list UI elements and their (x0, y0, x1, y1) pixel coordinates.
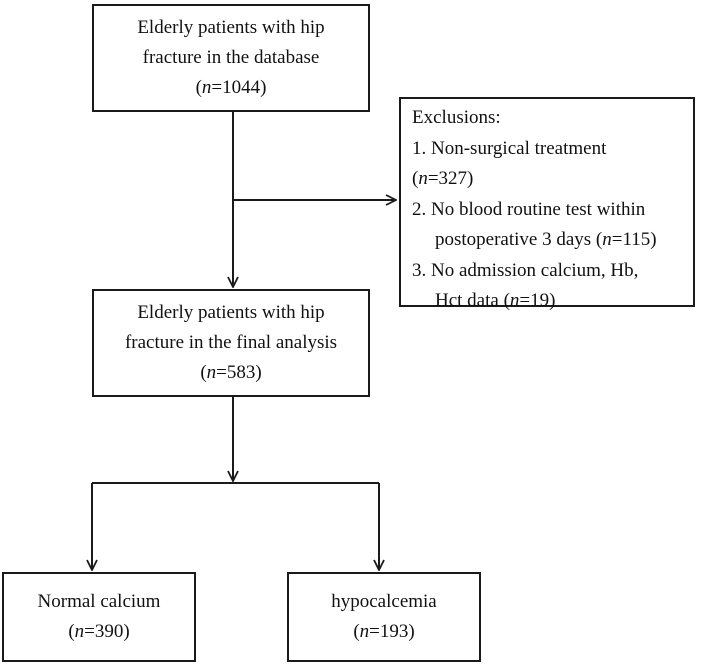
n-symbol: n (74, 621, 85, 642)
database-box-line2: fracture in the database (142, 47, 320, 68)
count-value: =1044 (211, 77, 261, 98)
database-box-count: (n=1044) (195, 77, 267, 98)
n-symbol: n (418, 168, 428, 189)
exclusion-item-2: 2. No blood routine test within (412, 198, 646, 220)
exclusions-box: Exclusions: 1. Non-surgical treatment (n… (399, 97, 695, 311)
n-symbol: n (602, 229, 612, 250)
count-value: =19 (519, 290, 550, 311)
n-symbol: n (201, 77, 212, 98)
final-box-line2: fracture in the final analysis (124, 332, 338, 353)
normal-calcium-label: Normal calcium (37, 591, 161, 612)
final-box-count: (n=583) (200, 362, 262, 383)
database-box-line1: Elderly patients with hip (137, 17, 325, 38)
count-value: =115 (611, 229, 651, 250)
normal-calcium-box: Normal calcium (n=390) (2, 572, 196, 662)
database-patients-box: Elderly patients with hip fracture in th… (92, 4, 370, 112)
hypocalcemia-box: hypocalcemia (n=193) (287, 572, 481, 662)
final-box-line1: Elderly patients with hip (137, 302, 325, 323)
n-symbol: n (509, 290, 520, 311)
n-symbol: n (359, 621, 370, 642)
count-value: =390 (84, 621, 124, 642)
exclusion-item-1: 1. Non-surgical treatment (412, 137, 607, 159)
normal-calcium-count: (n=390) (68, 621, 130, 642)
count-value: =327 (427, 168, 468, 189)
exclusion-item-3-text: Hct data ( (435, 290, 510, 311)
final-analysis-box: Elderly patients with hip fracture in th… (92, 289, 370, 397)
exclusion-item-3-detail: Hct data (n=19) (435, 290, 556, 311)
hypocalcemia-count: (n=193) (353, 621, 415, 642)
exclusion-item-2-detail: postoperative 3 days (n=115) (435, 229, 657, 250)
exclusions-title: Exclusions: (412, 107, 501, 128)
hypocalcemia-label: hypocalcemia (331, 591, 437, 612)
exclusion-item-1-count: (n=327) (412, 168, 474, 189)
exclusion-item-3: 3. No admission calcium, Hb, (412, 259, 639, 281)
count-value: =193 (369, 621, 409, 642)
n-symbol: n (206, 362, 217, 383)
count-value: =583 (216, 362, 256, 383)
exclusion-item-2-text: postoperative 3 days ( (435, 229, 603, 250)
